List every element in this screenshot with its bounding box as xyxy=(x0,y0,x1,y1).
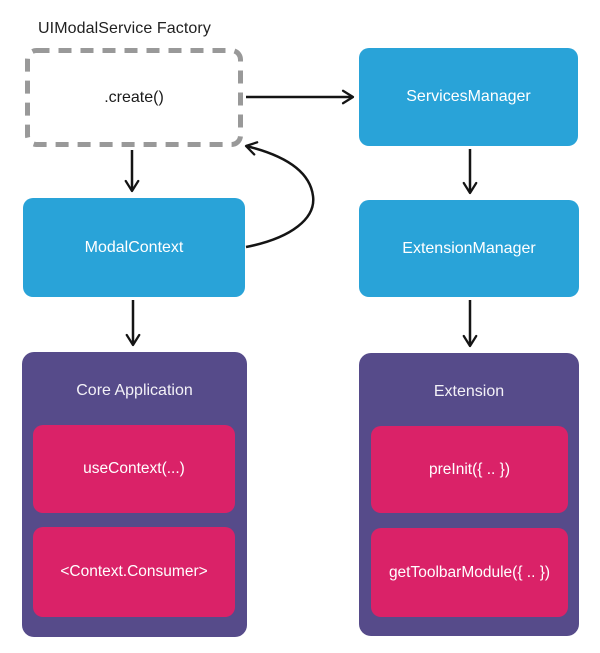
node-create-label: .create() xyxy=(104,88,164,106)
node-extension-manager: ExtensionManager xyxy=(359,200,579,297)
node-get-toolbar-module-label: getToolbarModule({ .. }) xyxy=(388,563,551,581)
node-modal-context: ModalContext xyxy=(23,198,245,297)
node-pre-init: preInit({ .. }) xyxy=(371,426,568,513)
node-pre-init-label: preInit({ .. }) xyxy=(429,460,510,478)
node-use-context: useContext(...) xyxy=(33,425,235,513)
arrow-modal-context-to-create-curved xyxy=(244,141,315,249)
node-services-manager: ServicesManager xyxy=(359,48,578,146)
node-use-context-label: useContext(...) xyxy=(83,460,185,477)
node-modal-context-label: ModalContext xyxy=(84,238,184,256)
group-extension: Extension preInit({ .. }) getToolbarModu… xyxy=(359,353,579,636)
group-core-application-label: Core Application xyxy=(76,382,193,399)
node-context-consumer-label: <Context.Consumer> xyxy=(60,563,208,580)
diagram-title: UIModalService Factory xyxy=(38,20,211,37)
node-get-toolbar-module: getToolbarModule({ .. }) xyxy=(371,528,568,617)
node-create: .create() xyxy=(25,48,243,147)
group-core-application: Core Application useContext(...) <Contex… xyxy=(22,352,247,637)
node-services-manager-label: ServicesManager xyxy=(406,88,531,105)
group-extension-label: Extension xyxy=(433,383,505,400)
node-extension-manager-label: ExtensionManager xyxy=(402,239,536,257)
node-context-consumer: <Context.Consumer> xyxy=(33,527,235,617)
